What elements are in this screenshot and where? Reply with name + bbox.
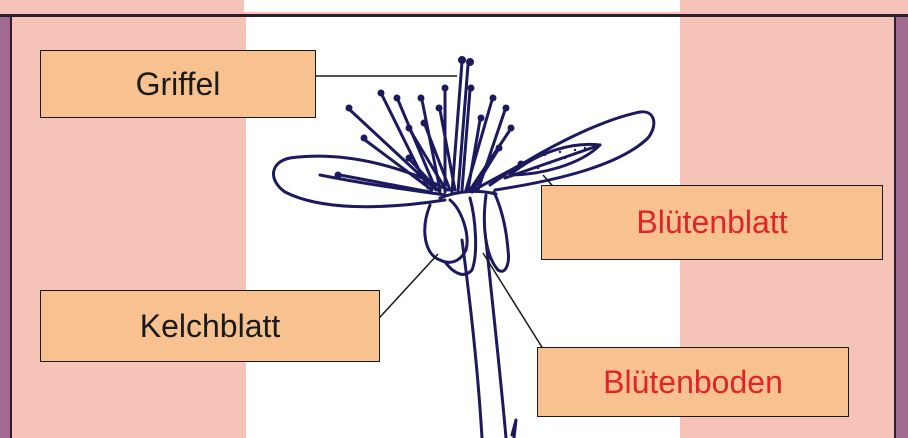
leader-kelchblatt [369, 253, 439, 329]
label-griffel: Griffel [40, 50, 316, 118]
leader-bluetenboden [482, 252, 551, 361]
petal-left [272, 154, 450, 209]
stem [460, 238, 484, 438]
sepal-left [423, 198, 469, 264]
top-frame-strip [0, 0, 908, 17]
sepal-right [482, 190, 510, 273]
label-bluetenblatt: Blütenblatt [541, 185, 883, 260]
sepal-center [443, 196, 478, 276]
label-bluetenboden: Blütenboden [537, 347, 849, 417]
label-kelchblatt: Kelchblatt [40, 290, 380, 362]
petal-right [488, 110, 656, 192]
